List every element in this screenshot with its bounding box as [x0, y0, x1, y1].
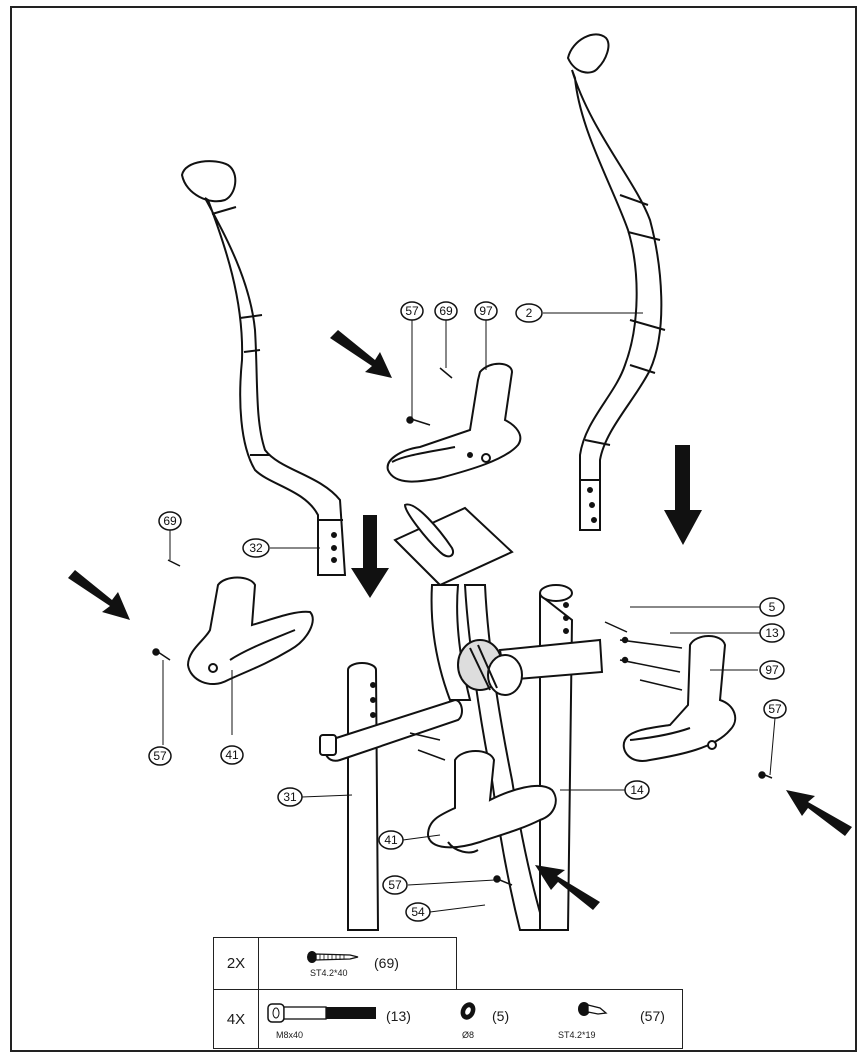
svg-text:13: 13	[765, 626, 779, 640]
callout-69: 69	[434, 301, 458, 321]
arrow-icon	[68, 570, 130, 620]
svg-text:57: 57	[388, 878, 402, 892]
hardware-table: 2X ST4.2*40 (69) 4X M8x40 (13) Ø8 (5) ST…	[213, 937, 683, 1049]
hardware-name: M8x40	[276, 1030, 304, 1040]
arrow-icon	[535, 865, 600, 910]
hardware-row: 2X ST4.2*40 (69)	[213, 937, 457, 990]
left-arm-post	[319, 662, 463, 931]
callout-57: 57	[400, 301, 424, 321]
hardware-name: ST4.2*40	[310, 968, 348, 978]
quantity-label: 4X	[214, 990, 259, 1048]
console-mounting-plate	[393, 503, 514, 587]
callout-13: 13	[759, 623, 785, 643]
hardware-name: Ø8	[462, 1030, 475, 1040]
callout-41: 41	[378, 830, 404, 850]
callout-5: 5	[759, 597, 785, 617]
washer-icon	[460, 1002, 476, 1020]
callout-57: 57	[148, 746, 172, 766]
svg-text:54: 54	[411, 905, 425, 919]
hardware-name: ST4.2*19	[558, 1030, 596, 1040]
svg-text:57: 57	[405, 304, 419, 318]
arrow-icon	[786, 790, 852, 836]
svg-text:57: 57	[153, 749, 167, 763]
svg-text:31: 31	[283, 790, 297, 804]
assembled-lower-cover	[426, 750, 557, 854]
callout-57: 57	[763, 699, 787, 719]
svg-text:57: 57	[768, 702, 782, 716]
callouts: 2 57 69 97 69 32 57 41 5 13 97 57 31 14 …	[148, 301, 787, 922]
right-handlebar	[566, 33, 666, 531]
callout-54: 54	[405, 902, 431, 922]
svg-text:69: 69	[163, 514, 177, 528]
right-handlebar-cover	[622, 635, 737, 762]
callout-2: 2	[515, 303, 543, 323]
arrow-icon	[351, 515, 389, 598]
screw-icon	[578, 1002, 608, 1016]
arrow-icon	[664, 445, 702, 545]
direction-arrows	[68, 330, 852, 910]
callout-14: 14	[624, 780, 650, 800]
svg-text:41: 41	[384, 833, 398, 847]
svg-text:69: 69	[439, 304, 453, 318]
callout-97: 97	[474, 301, 498, 321]
main-frame-upright	[430, 584, 604, 931]
diagram-frame	[10, 6, 857, 1052]
bolt-icon	[267, 1003, 376, 1023]
callout-97: 97	[759, 660, 785, 680]
hardware-ref: (57)	[640, 1008, 665, 1024]
callout-57: 57	[382, 875, 408, 895]
fasteners	[152, 367, 773, 886]
hardware-ref: (69)	[374, 955, 399, 971]
leader-lines	[162, 312, 776, 913]
quantity-label: 2X	[214, 938, 259, 989]
screw-icon	[307, 951, 359, 963]
upper-handlebar-cover	[386, 362, 522, 483]
hardware-ref: (5)	[492, 1008, 510, 1024]
hardware-row: 4X M8x40 (13) Ø8 (5) ST4.2*19 (57)	[213, 989, 683, 1049]
lower-handlebar-cover	[186, 576, 314, 685]
callout-41: 41	[220, 745, 244, 765]
svg-text:2: 2	[526, 306, 533, 320]
svg-text:5: 5	[769, 600, 776, 614]
callout-69: 69	[158, 511, 182, 531]
svg-text:32: 32	[249, 541, 263, 555]
left-handlebar	[180, 160, 347, 576]
svg-text:97: 97	[765, 663, 779, 677]
svg-text:14: 14	[630, 783, 644, 797]
svg-text:41: 41	[225, 748, 239, 762]
svg-text:97: 97	[479, 304, 493, 318]
arrow-icon	[330, 330, 392, 378]
callout-32: 32	[242, 538, 270, 558]
callout-31: 31	[277, 787, 303, 807]
hardware-ref: (13)	[386, 1008, 411, 1024]
